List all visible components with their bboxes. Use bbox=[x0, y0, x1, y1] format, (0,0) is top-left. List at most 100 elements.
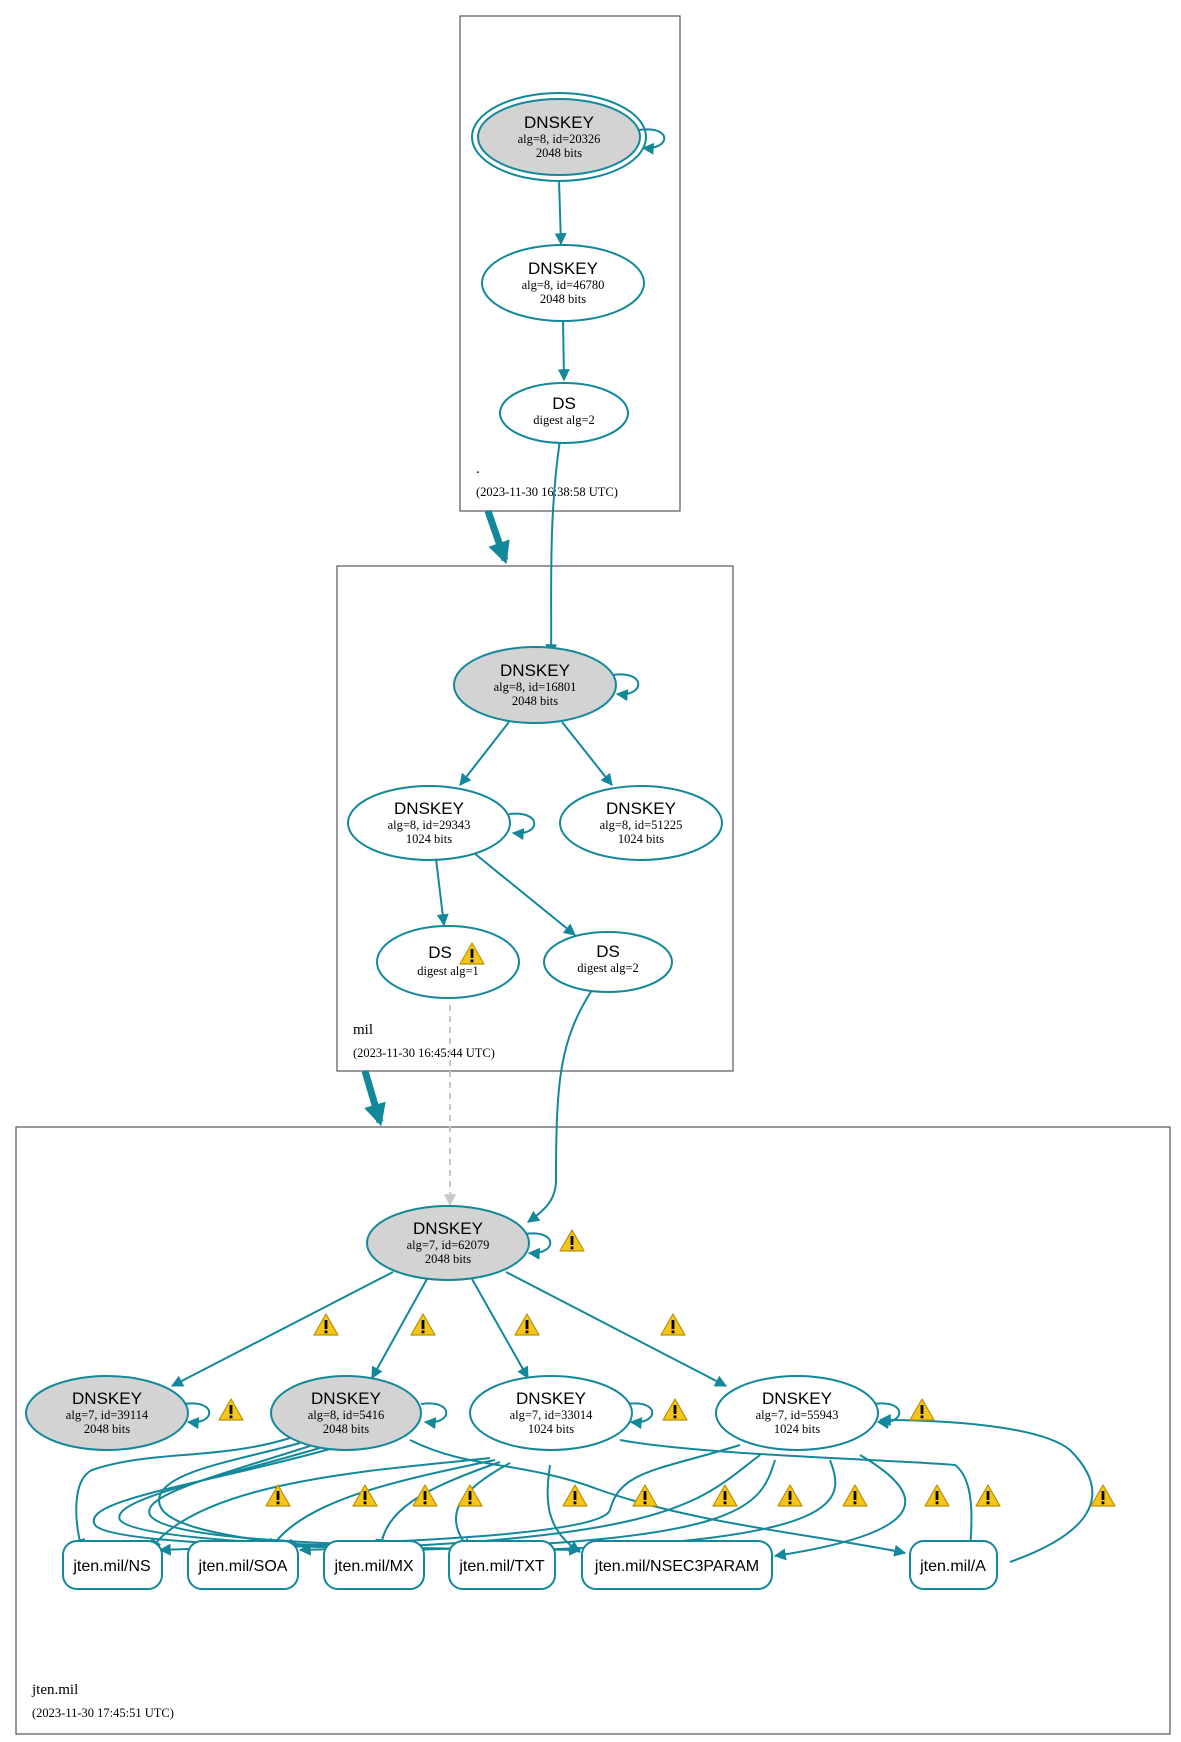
rrset-mx-node[interactable]: jten.mil/MX bbox=[323, 1540, 425, 1590]
jten-k4-node: DNSKEY alg=7, id=55943 1024 bits bbox=[715, 1375, 879, 1451]
mil-ds1-digest: digest alg=1 bbox=[417, 964, 479, 978]
jten-k2-bits: 2048 bits bbox=[323, 1422, 369, 1436]
jten-k3-node: DNSKEY alg=7, id=33014 1024 bits bbox=[469, 1375, 633, 1451]
delegation-arrow-root-mil bbox=[484, 509, 510, 565]
warning-icon bbox=[777, 1484, 803, 1507]
edge-k3-ns bbox=[149, 1457, 491, 1551]
mil-ds1-title: DS bbox=[428, 943, 452, 962]
jten-ksk-bits: 2048 bits bbox=[425, 1252, 471, 1266]
edge-jten-ksk-self bbox=[524, 1232, 552, 1260]
root-zsk-title: DNSKEY bbox=[528, 259, 598, 278]
edge-mil-zsk1-self bbox=[508, 812, 536, 841]
edge-mil-ksk-self bbox=[612, 673, 640, 702]
rrset-ns-label: jten.mil/NS bbox=[72, 1558, 150, 1575]
jten-k2-alg-id: alg=8, id=5416 bbox=[308, 1408, 385, 1422]
root-ds-digest: digest alg=2 bbox=[533, 413, 595, 427]
jten-k2-title: DNSKEY bbox=[311, 1389, 381, 1408]
zone-timestamp-mil: (2023-11-30 16:45:44 UTC) bbox=[353, 1046, 495, 1060]
root-ksk-alg-id: alg=8, id=20326 bbox=[518, 132, 601, 146]
rrset-soa-node[interactable]: jten.mil/SOA bbox=[187, 1540, 299, 1590]
edge-root-ds-mil-ksk bbox=[545, 439, 561, 657]
warning-icon bbox=[1090, 1484, 1116, 1507]
edge-k3-nsec3param bbox=[546, 1464, 582, 1553]
warning-icon bbox=[662, 1398, 688, 1421]
edge-mil-ksk-zsk2 bbox=[561, 721, 613, 786]
edge-k3-mx bbox=[375, 1461, 501, 1552]
zone-box-mil bbox=[336, 565, 734, 1072]
edge-k3-a bbox=[619, 1439, 977, 1554]
rrset-txt-label: jten.mil/TXT bbox=[458, 1558, 545, 1575]
warning-icon bbox=[660, 1313, 686, 1336]
rrset-mx-label: jten.mil/MX bbox=[333, 1558, 413, 1575]
jten-k3-alg-id: alg=7, id=33014 bbox=[510, 1408, 594, 1422]
warning-icon bbox=[514, 1313, 540, 1336]
root-zsk-alg-id: alg=8, id=46780 bbox=[522, 278, 605, 292]
edge-k4-ns bbox=[158, 1444, 741, 1556]
mil-zsk2-alg-id: alg=8, id=51225 bbox=[600, 818, 683, 832]
warning-icon bbox=[975, 1484, 1001, 1507]
warning-icon bbox=[410, 1313, 436, 1336]
edge-jten-ksk-k1 bbox=[170, 1271, 394, 1387]
warning-icon bbox=[842, 1484, 868, 1507]
rrset-soa-label: jten.mil/SOA bbox=[198, 1558, 288, 1575]
mil-ds2-digest: digest alg=2 bbox=[577, 961, 639, 975]
edge-root-zsk-ds bbox=[557, 319, 570, 382]
edge-jten-k1-self bbox=[183, 1402, 211, 1430]
rrset-a-node[interactable]: jten.mil/A bbox=[909, 1540, 998, 1590]
jten-k1-title: DNSKEY bbox=[72, 1389, 142, 1408]
edge-mil-zsk1-ds1 bbox=[435, 858, 449, 927]
mil-ds2-title: DS bbox=[596, 942, 620, 961]
zone-box-jten bbox=[15, 1126, 1171, 1735]
mil-zsk1-node: DNSKEY alg=8, id=29343 1024 bits bbox=[347, 785, 511, 861]
jten-k1-bits: 2048 bits bbox=[84, 1422, 130, 1436]
rrset-nsec3param-node[interactable]: jten.mil/NSEC3PARAM bbox=[581, 1540, 773, 1590]
root-zsk-bits: 2048 bits bbox=[540, 292, 586, 306]
zone-name-mil: mil bbox=[353, 1022, 373, 1038]
mil-ds1-node: DS digest alg=1 bbox=[376, 925, 520, 999]
zone-name-jten: jten.mil bbox=[31, 1682, 78, 1698]
mil-ksk-node: DNSKEY alg=8, id=16801 2048 bits bbox=[453, 646, 617, 724]
edge-k4-a-reverse bbox=[878, 1414, 1094, 1563]
rrset-ns-node[interactable]: jten.mil/NS bbox=[62, 1540, 163, 1590]
edge-root-ksk-zsk bbox=[554, 179, 567, 246]
warning-icon bbox=[457, 1484, 483, 1507]
edge-k4-soa bbox=[298, 1454, 761, 1556]
zone-name-root: . bbox=[476, 461, 480, 477]
warning-icon bbox=[562, 1484, 588, 1507]
jten-ksk-alg-id: alg=7, id=62079 bbox=[407, 1238, 490, 1252]
jten-k1-alg-id: alg=7, id=39114 bbox=[66, 1408, 149, 1422]
edge-jten-ksk-k4 bbox=[505, 1271, 728, 1387]
root-zsk-node: DNSKEY alg=8, id=46780 2048 bits bbox=[481, 244, 645, 322]
zone-timestamp-jten: (2023-11-30 17:45:51 UTC) bbox=[32, 1706, 174, 1720]
jten-k3-title: DNSKEY bbox=[516, 1389, 586, 1408]
edge-k4-nsec3param bbox=[773, 1454, 907, 1561]
jten-k4-title: DNSKEY bbox=[762, 1389, 832, 1408]
rrset-a-label: jten.mil/A bbox=[919, 1558, 986, 1575]
jten-ksk-title: DNSKEY bbox=[413, 1219, 483, 1238]
edge-k2-ns bbox=[73, 1437, 291, 1552]
mil-zsk1-bits: 1024 bits bbox=[406, 832, 452, 846]
jten-k4-bits: 1024 bits bbox=[774, 1422, 820, 1436]
root-ksk-title: DNSKEY bbox=[524, 113, 594, 132]
mil-zsk2-bits: 1024 bits bbox=[618, 832, 664, 846]
edge-jten-k3-self bbox=[626, 1402, 654, 1430]
edge-jten-k2-self bbox=[420, 1402, 448, 1430]
edge-mil-ksk-zsk1 bbox=[459, 721, 510, 786]
jten-k4-alg-id: alg=7, id=55943 bbox=[756, 1408, 839, 1422]
rrset-nsec3param-label: jten.mil/NSEC3PARAM bbox=[594, 1558, 759, 1575]
rrset-txt-node[interactable]: jten.mil/TXT bbox=[448, 1540, 556, 1590]
root-ds-node: DS digest alg=2 bbox=[499, 382, 629, 444]
warning-icon bbox=[218, 1398, 244, 1421]
jten-k1-node: DNSKEY alg=7, id=39114 2048 bits bbox=[25, 1375, 189, 1451]
mil-zsk2-title: DNSKEY bbox=[606, 799, 676, 818]
edge-jten-ksk-k3 bbox=[471, 1278, 529, 1380]
jten-k2-node: DNSKEY alg=8, id=5416 2048 bits bbox=[270, 1375, 422, 1451]
mil-zsk1-alg-id: alg=8, id=29343 bbox=[388, 818, 471, 832]
warning-icon bbox=[313, 1313, 339, 1336]
jten-k3-bits: 1024 bits bbox=[528, 1422, 574, 1436]
zone-timestamp-root: (2023-11-30 16:38:58 UTC) bbox=[476, 485, 618, 499]
mil-ksk-title: DNSKEY bbox=[500, 661, 570, 680]
edge-jten-ksk-k2 bbox=[371, 1278, 428, 1380]
warning-icon bbox=[559, 1229, 585, 1252]
